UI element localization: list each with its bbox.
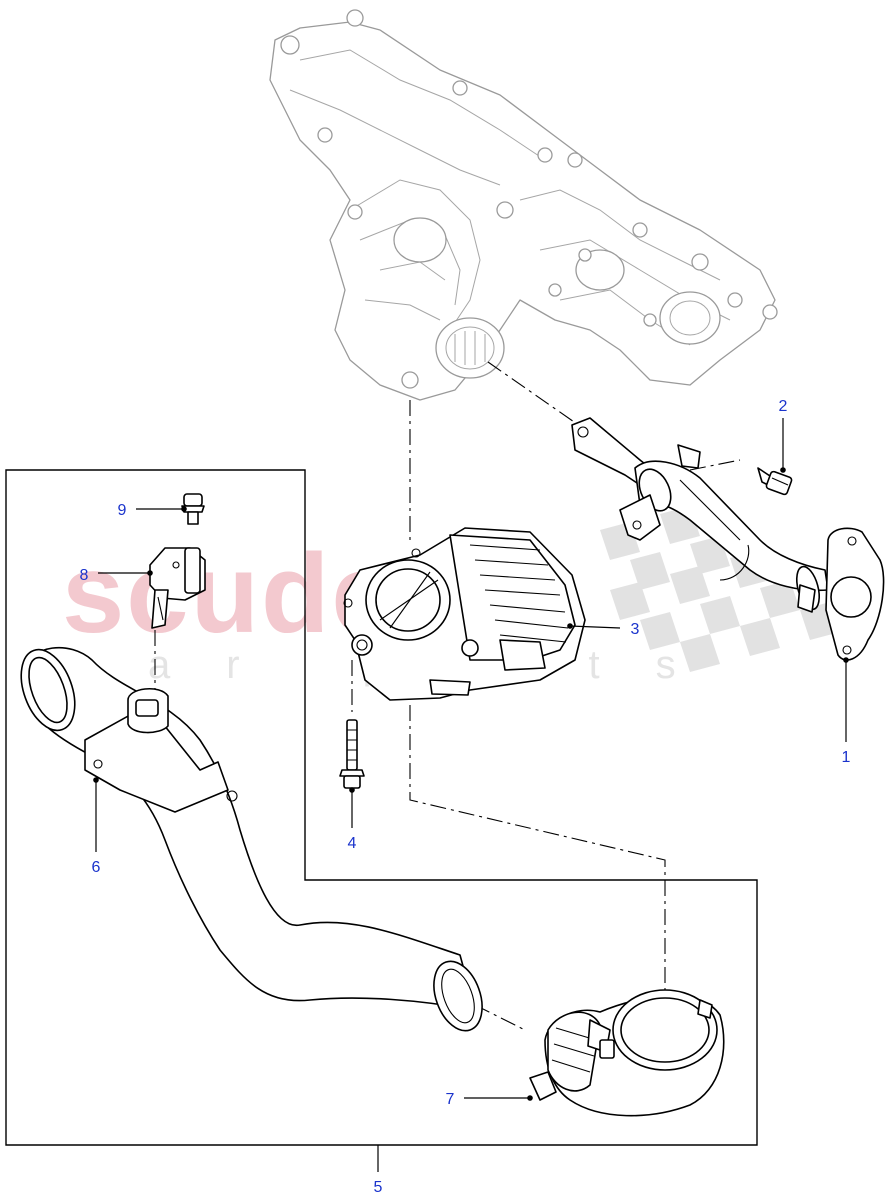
callout-1: 1 [842,749,851,766]
leader-lines [93,418,849,1172]
checkered-flag-icon [600,506,840,672]
part-throttle-body [343,527,586,701]
callout-4: 4 [348,835,357,852]
callout-6: 6 [92,859,101,876]
intake-manifold-ghost [269,9,778,401]
callout-3: 3 [631,621,640,638]
kit-outline-box [5,469,758,1146]
callout-9: 9 [118,502,127,519]
part-intake-duct [20,646,483,1032]
callout-5: 5 [374,1179,383,1196]
part-sensor [149,547,206,629]
part-screw [339,719,365,789]
part-elbow-clamp [529,989,725,1117]
part-egr-pipe [571,417,885,661]
callout-7: 7 [446,1091,455,1108]
part-sensor-screw [181,493,205,525]
callout-labels: 1 2 3 4 5 6 7 8 9 [80,398,851,1196]
part-bolt [757,467,793,496]
callout-2: 2 [779,398,788,415]
callout-8: 8 [80,567,89,584]
